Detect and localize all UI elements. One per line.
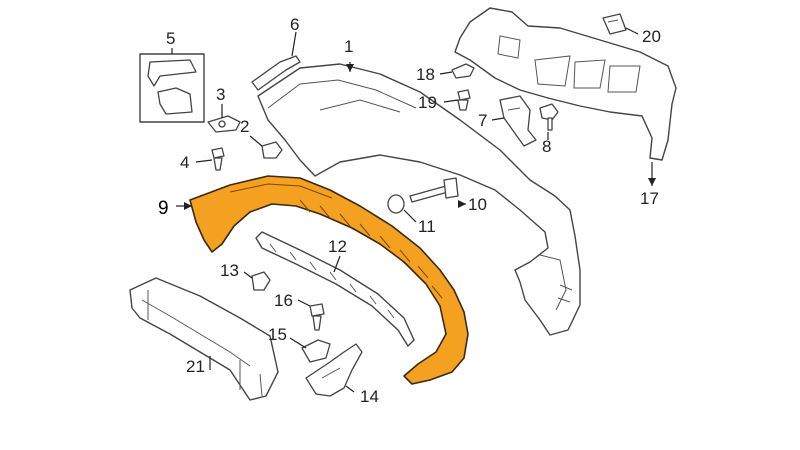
callout-13: 13: [220, 261, 239, 280]
part-6-trim-strip: [251, 55, 301, 91]
part-9-lower-valance: [189, 175, 469, 385]
callout-15: 15: [268, 325, 287, 344]
part-20-clip: [602, 13, 627, 35]
callout-21: 21: [186, 357, 205, 376]
callout-9: 9: [158, 198, 169, 219]
part-18-clip: [451, 63, 475, 79]
part-11-washer: [387, 194, 405, 214]
callout-18: 18: [416, 65, 435, 84]
part-3-clip: [207, 115, 241, 133]
callout-5: 5: [166, 29, 175, 48]
callout-1: 1: [344, 37, 353, 56]
callout-4: 4: [180, 153, 189, 172]
callout-20: 20: [642, 27, 661, 46]
callout-10: 10: [468, 195, 487, 214]
callout-12: 12: [328, 237, 347, 256]
part-7-bracket: [499, 95, 537, 147]
callout-17: 17: [640, 189, 659, 208]
callout-3: 3: [216, 85, 225, 104]
part-20-diffuser: [454, 7, 677, 161]
part-16-screw: [309, 303, 325, 331]
part-12-impact-strip: [255, 231, 415, 347]
part-8-pushclip: [539, 103, 559, 131]
part-13-nut: [251, 271, 271, 291]
part-1-bumper-cover: [257, 63, 581, 336]
part-10-bolt: [409, 177, 459, 203]
callout-19: 19: [418, 93, 437, 112]
part-14-bracket: [305, 343, 363, 397]
callout-14: 14: [360, 387, 379, 406]
part-19-screw: [457, 89, 471, 111]
callout-11: 11: [418, 217, 436, 236]
arrowheads: [184, 64, 656, 210]
part-4-screw: [211, 147, 225, 171]
callout-7: 7: [478, 111, 487, 130]
callout-labels: 1 2 3 4 5 6 7 8 9 10 11 12 13 14 15 16 1…: [158, 15, 661, 406]
part-15-clip: [301, 339, 331, 363]
callout-6: 6: [290, 15, 299, 34]
part-21-reinforcement: [129, 277, 279, 401]
callout-16: 16: [274, 291, 293, 310]
part-2-nut: [261, 141, 283, 159]
part-5-inset: [139, 53, 205, 123]
callout-8: 8: [542, 137, 551, 156]
callout-2: 2: [240, 117, 249, 136]
